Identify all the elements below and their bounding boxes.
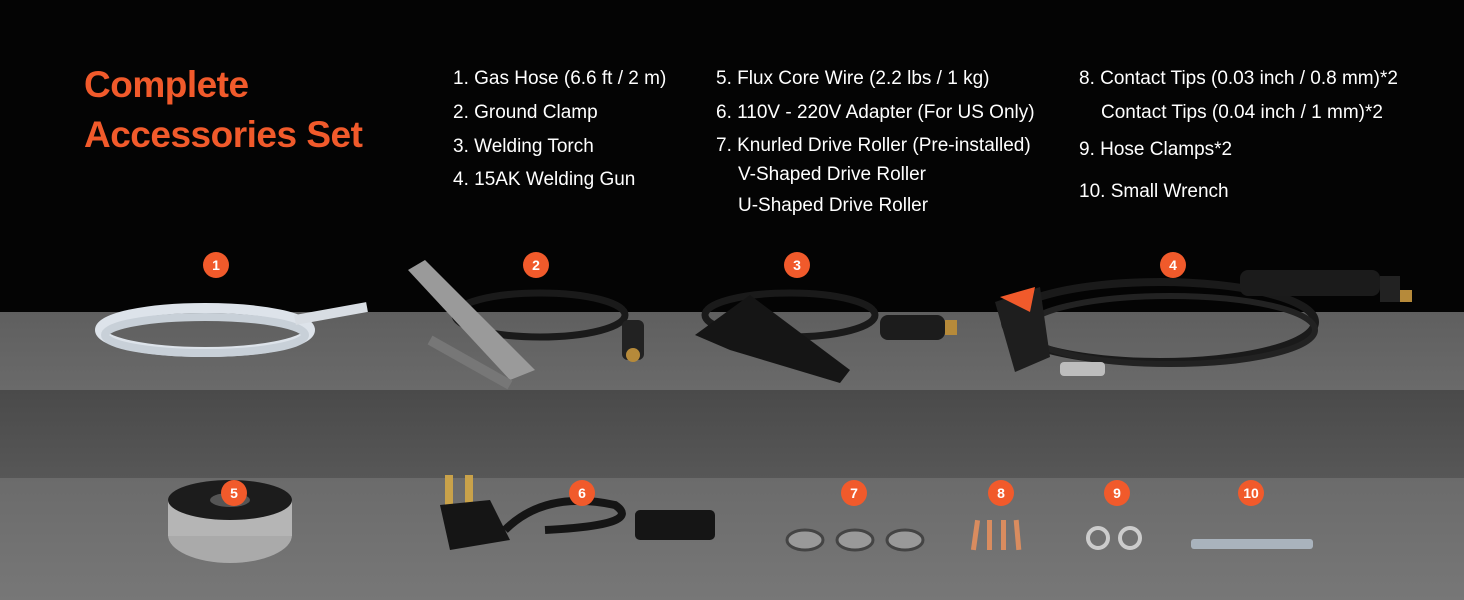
list-item: 7. Knurled Drive Roller (Pre-installed): [716, 135, 1031, 156]
flux-core-wire-image: [168, 480, 292, 563]
list-item: 6. 110V - 220V Adapter (For US Only): [716, 102, 1035, 123]
list-item: 9. Hose Clamps*2: [1079, 139, 1233, 160]
welding-torch-image: [695, 289, 957, 383]
badge-1: 1: [203, 252, 229, 278]
list-item: 3. Welding Torch: [453, 136, 594, 157]
badge-5: 5: [221, 480, 247, 506]
drive-rollers-image: [785, 528, 925, 552]
badge-6: 6: [569, 480, 595, 506]
ground-clamp-image: [408, 260, 644, 390]
small-wrench-image: [1191, 539, 1313, 549]
hose-clamps-image: [1086, 526, 1142, 550]
gas-hose-image: [95, 302, 368, 357]
badge-8: 8: [988, 480, 1014, 506]
page-title: Complete Accessories Set: [84, 60, 363, 160]
list-item: 10. Small Wrench: [1079, 181, 1229, 202]
list-item: 4. 15AK Welding Gun: [453, 169, 636, 190]
list-item: U-Shaped Drive Roller: [738, 195, 929, 216]
badge-9: 9: [1104, 480, 1130, 506]
badge-7: 7: [841, 480, 867, 506]
badge-10: 10: [1238, 480, 1264, 506]
welding-gun-image: [995, 270, 1412, 376]
adapter-image: [440, 475, 715, 550]
badge-2: 2: [523, 252, 549, 278]
list-item: 5. Flux Core Wire (2.2 lbs / 1 kg): [716, 68, 990, 89]
shelf-front: [0, 390, 1464, 478]
title-line-2: Accessories Set: [84, 114, 363, 155]
title-line-1: Complete: [84, 64, 249, 105]
list-item: 1. Gas Hose (6.6 ft / 2 m): [453, 68, 667, 89]
list-item: V-Shaped Drive Roller: [738, 164, 926, 185]
contact-tips-image: [970, 519, 1022, 551]
list-item: 8. Contact Tips (0.03 inch / 0.8 mm)*2: [1079, 68, 1398, 89]
list-item: 2. Ground Clamp: [453, 102, 598, 123]
list-item: Contact Tips (0.04 inch / 1 mm)*2: [1101, 102, 1383, 123]
background: [0, 0, 1464, 312]
badge-3: 3: [784, 252, 810, 278]
badge-4: 4: [1160, 252, 1186, 278]
